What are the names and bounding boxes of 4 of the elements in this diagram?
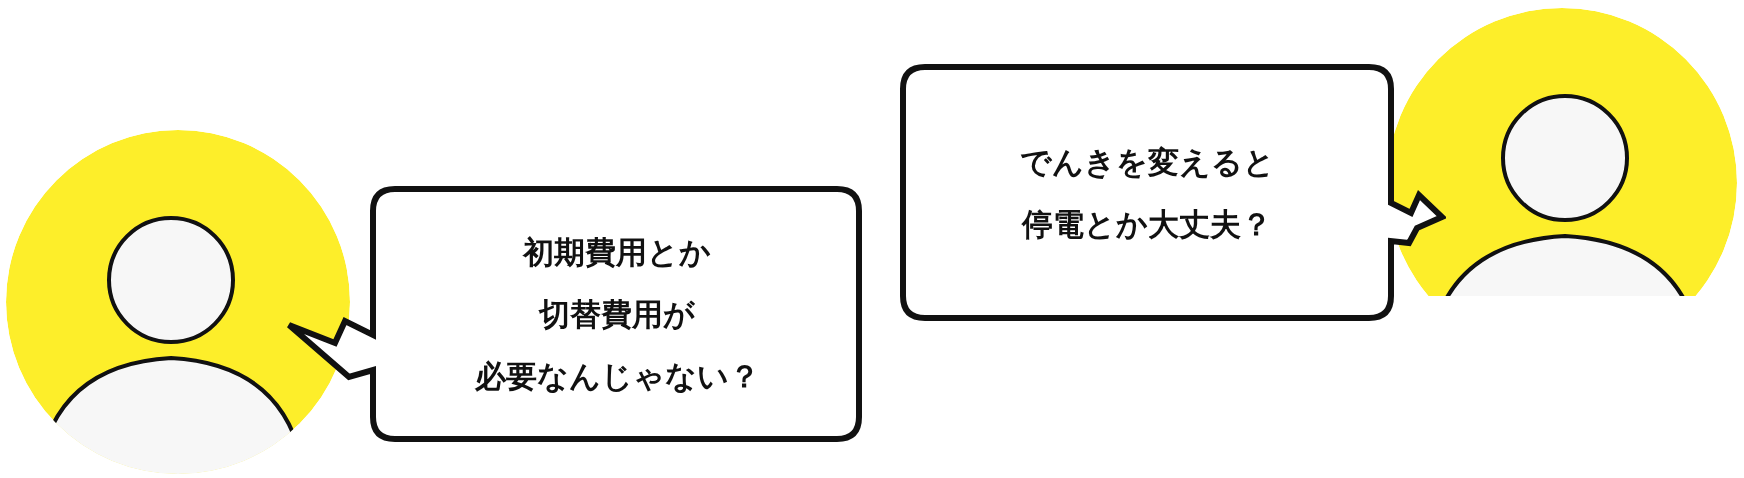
- speech-text: でんきを変えると停電とか大丈夫？: [1019, 142, 1275, 244]
- speech-text: 初期費用とか切替費用が必要なんじゃない？: [474, 233, 760, 396]
- speech-bubble: [899, 63, 1446, 322]
- speech-bubble: [287, 185, 863, 443]
